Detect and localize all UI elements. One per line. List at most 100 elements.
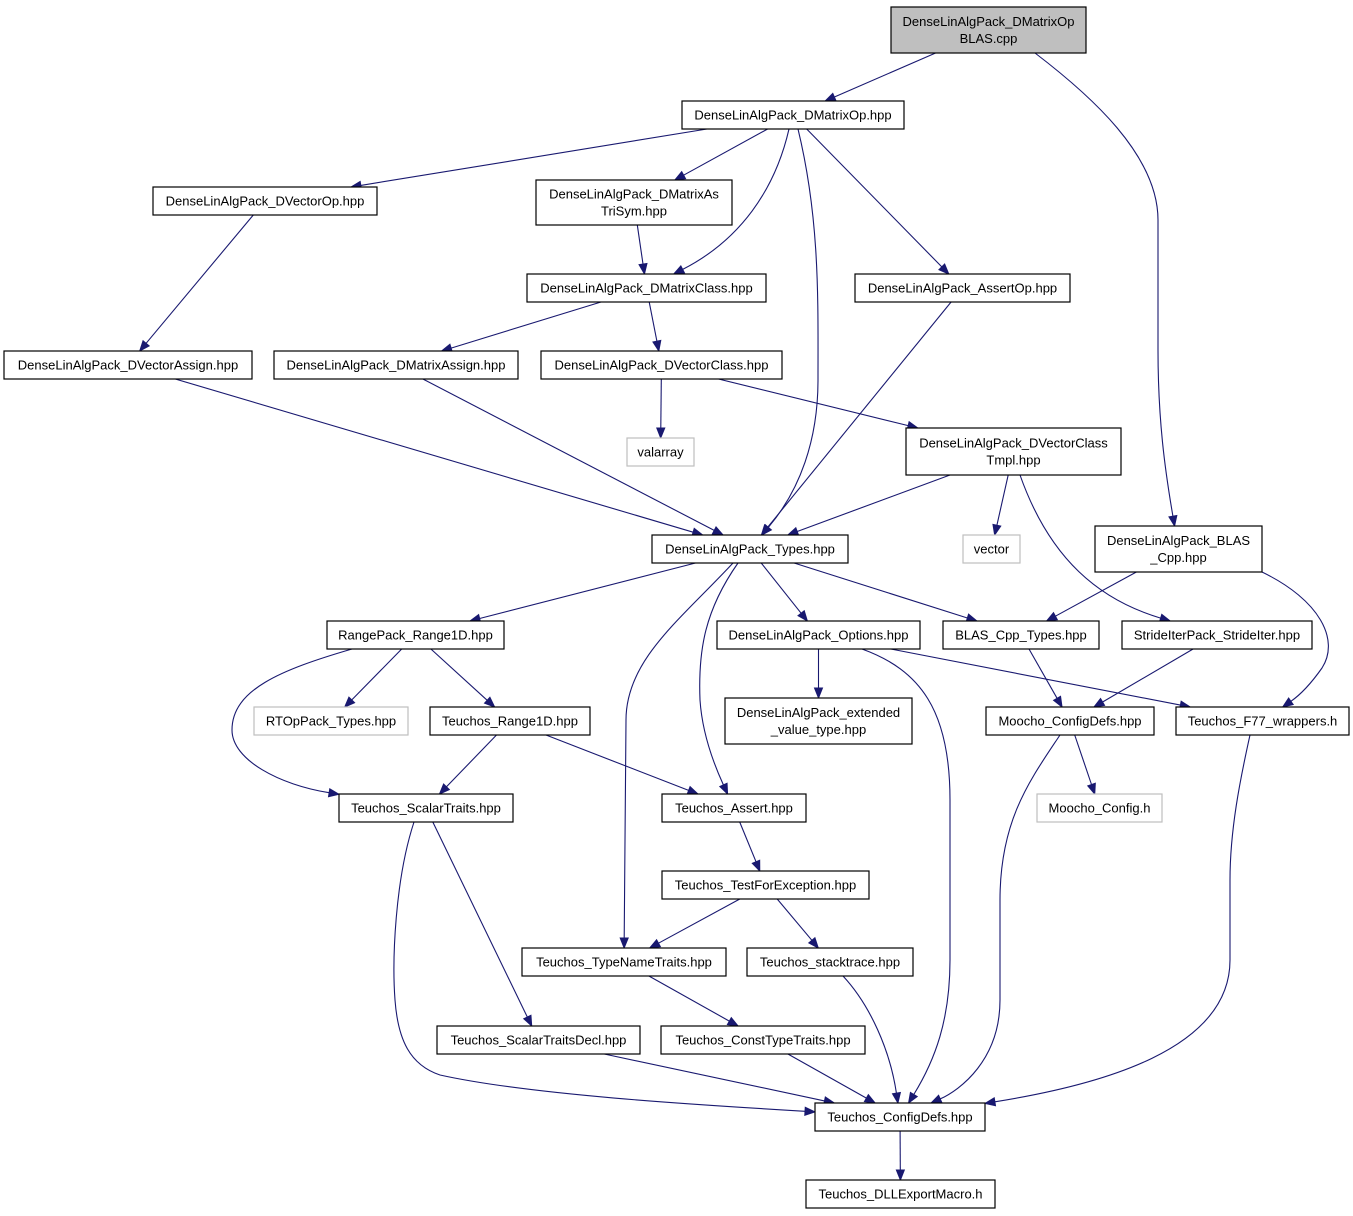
node-teuchosassert[interactable]: Teuchos_Assert.hpp [661, 793, 807, 823]
node-strideiter[interactable]: StrideIterPack_StrideIter.hpp [1121, 620, 1313, 650]
edge-arrowhead [343, 696, 356, 708]
edge-dvectorclasstmpl-to-vector [992, 474, 1009, 537]
node-box [681, 100, 905, 130]
node-label: RangePack_Range1D.hpp [338, 628, 493, 643]
node-label: Moocho_ConfigDefs.hpp [998, 714, 1141, 729]
edge-line [1074, 734, 1093, 785]
node-label: Teuchos_ConstTypeTraits.hpp [675, 1033, 850, 1048]
edge-arrowhead [438, 783, 451, 795]
node-label: DenseLinAlgPack_DVectorClass.hpp [555, 358, 769, 373]
nodes-layer: DenseLinAlgPack_DMatrixOpBLAS.cppDenseLi… [3, 6, 1350, 1209]
edge-dvectorop-to-dvectorassign [138, 214, 254, 353]
node-types[interactable]: DenseLinAlgPack_Types.hpp [651, 534, 849, 564]
node-box [854, 273, 1071, 303]
node-label: Teuchos_F77_wrappers.h [1188, 714, 1338, 729]
edge-line [842, 975, 897, 1094]
node-dvectorassign[interactable]: DenseLinAlgPack_DVectorAssign.hpp [3, 350, 253, 380]
edge-teuchosrange1d-to-scalartraits [438, 734, 497, 795]
node-label: Teuchos_Assert.hpp [675, 801, 793, 816]
edge-dvectorclass-to-valarray [656, 378, 666, 440]
edge-line [793, 562, 968, 619]
edge-line [994, 734, 1251, 1103]
edge-scalartraits-to-scalartraitsdecl [432, 821, 533, 1028]
edge-arrowhead [619, 937, 629, 950]
node-dmatrixclass[interactable]: DenseLinAlgPack_DMatrixClass.hpp [526, 273, 767, 303]
edge-line [699, 562, 739, 786]
edge-arrowhead [718, 782, 729, 796]
edge-arrowhead [672, 264, 686, 275]
edge-arrowhead [711, 525, 725, 536]
edge-dmatrixop-to-assertop [806, 128, 950, 275]
edge-line [636, 224, 644, 265]
edge-line [767, 128, 819, 528]
node-label: valarray [637, 445, 684, 460]
node-f77wrappers[interactable]: Teuchos_F77_wrappers.h [1175, 706, 1350, 736]
node-range1d[interactable]: RangePack_Range1D.hpp [326, 620, 505, 650]
node-scalartraitsdecl[interactable]: Teuchos_ScalarTraitsDecl.hpp [436, 1025, 641, 1055]
node-scalartraits[interactable]: Teuchos_ScalarTraits.hpp [338, 793, 514, 823]
edge-arrowhead [813, 687, 824, 700]
edge-arrowhead [1281, 697, 1295, 708]
node-blascpptypes[interactable]: BLAS_Cpp_Types.hpp [942, 620, 1100, 650]
edge-typenametraits-to-consttypetraits [648, 975, 740, 1027]
node-dmatrixop[interactable]: DenseLinAlgPack_DMatrixOp.hpp [681, 100, 905, 130]
node-configdefs[interactable]: Teuchos_ConfigDefs.hpp [814, 1102, 986, 1132]
node-consttypetraits[interactable]: Teuchos_ConstTypeTraits.hpp [660, 1025, 866, 1055]
edge-arrowhead [823, 92, 837, 102]
edge-dmatrixassign-to-types [422, 378, 725, 536]
edge-line [393, 821, 806, 1112]
node-label: DenseLinAlgPack_DVectorAssign.hpp [18, 358, 238, 373]
edge-arrowhead [522, 1014, 533, 1028]
edge-arrowhead [1045, 611, 1059, 622]
node-blascpp[interactable]: DenseLinAlgPack_BLAS_Cpp.hpp [1094, 525, 1263, 573]
edge-arrowhead [483, 696, 496, 708]
node-label: DenseLinAlgPack_DMatrixOp [903, 14, 1075, 29]
node-label: DenseLinAlgPack_BLAS [1107, 533, 1250, 548]
edge-line [834, 52, 936, 98]
edge-line [806, 128, 943, 268]
node-dvectorclass[interactable]: DenseLinAlgPack_DVectorClass.hpp [540, 350, 783, 380]
node-box [651, 534, 849, 564]
edge-line [767, 301, 952, 528]
edge-line [450, 301, 602, 349]
node-box [3, 350, 253, 380]
edge-range1d-to-scalartraits [231, 648, 353, 798]
node-label: BLAS.cpp [960, 31, 1018, 46]
node-box [273, 350, 519, 380]
edge-line [545, 734, 689, 791]
node-options[interactable]: DenseLinAlgPack_Options.hpp [716, 620, 921, 650]
node-label: DenseLinAlgPack_DVectorOp.hpp [166, 194, 365, 209]
edge-line [890, 648, 1181, 706]
edge-arrowhead [907, 1091, 919, 1105]
node-typenametraits[interactable]: Teuchos_TypeNameTraits.hpp [521, 947, 727, 977]
node-label: DenseLinAlgPack_DMatrixAssign.hpp [287, 358, 506, 373]
node-stacktrace[interactable]: Teuchos_stacktrace.hpp [746, 947, 914, 977]
edge-line [1055, 571, 1137, 617]
edge-arrowhead [327, 787, 341, 798]
node-label: Teuchos_DLLExportMacro.h [818, 1187, 982, 1202]
node-testforexception[interactable]: Teuchos_TestForException.hpp [661, 870, 870, 900]
node-dvectorop[interactable]: DenseLinAlgPack_DVectorOp.hpp [152, 186, 378, 216]
edge-arrowhead [1052, 695, 1063, 709]
edge-arrowhead [983, 1097, 997, 1107]
node-dmatrixassign[interactable]: DenseLinAlgPack_DMatrixAssign.hpp [273, 350, 519, 380]
node-box [436, 1025, 641, 1055]
node-valarray: valarray [626, 437, 695, 467]
edge-blascpp-to-blascpptypes [1045, 571, 1137, 622]
edge-arrowhead [1086, 782, 1096, 796]
node-teuchosrange1d[interactable]: Teuchos_Range1D.hpp [429, 706, 591, 736]
edge-scalartraitsdecl-to-configdefs [604, 1053, 836, 1106]
node-box [724, 697, 913, 745]
node-assertop[interactable]: DenseLinAlgPack_AssertOp.hpp [854, 273, 1071, 303]
node-box [661, 870, 870, 900]
node-dllexport[interactable]: Teuchos_DLLExportMacro.h [805, 1179, 996, 1209]
node-moochoconfigdefs[interactable]: Moocho_ConfigDefs.hpp [985, 706, 1155, 736]
edge-line [145, 214, 254, 344]
edge-configdefs-to-dllexport [895, 1130, 906, 1182]
node-extendedvalue[interactable]: DenseLinAlgPack_extended_value_type.hpp [724, 697, 913, 745]
edge-stacktrace-to-configdefs [842, 975, 902, 1105]
edge-line [430, 648, 488, 701]
